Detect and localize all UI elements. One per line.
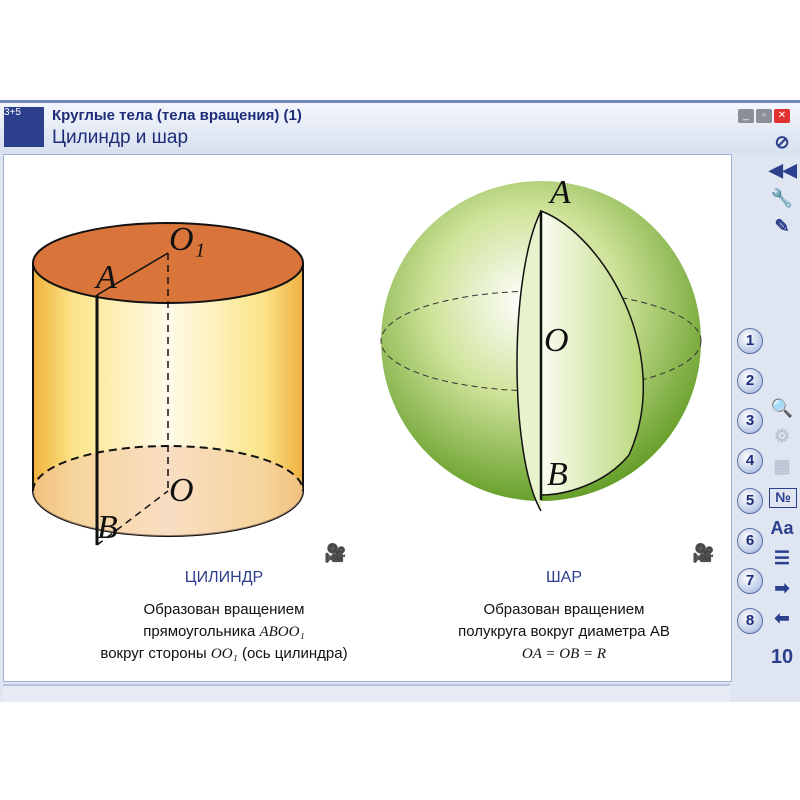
- step-button-3[interactable]: 3: [737, 408, 763, 434]
- desc-text: вокруг стороны: [100, 645, 207, 662]
- wrench-icon[interactable]: 🔧: [770, 188, 794, 208]
- title-bar: 3+5 Круглые тела (тела вращения) (1) Цил…: [0, 100, 800, 153]
- app-window: 3+5 Круглые тела (тела вращения) (1) Цил…: [0, 100, 800, 702]
- gears-icon[interactable]: ⚙: [773, 426, 791, 446]
- pencil-icon[interactable]: ✎: [774, 216, 790, 236]
- list-icon[interactable]: ☰: [773, 548, 791, 568]
- rewind-icon[interactable]: ◀◀: [769, 160, 797, 180]
- step-button-8[interactable]: 8: [737, 608, 763, 634]
- step-button-4[interactable]: 4: [737, 448, 763, 474]
- label-o: O: [169, 472, 194, 509]
- page-title: Цилиндр и шар: [52, 127, 189, 148]
- sphere-figure: A O B: [380, 174, 702, 512]
- close-button[interactable]: ✕: [774, 109, 790, 123]
- label-o: O: [544, 322, 569, 359]
- arrow-left-icon[interactable]: ⬅: [774, 608, 790, 628]
- no-sound-icon[interactable]: ⊘: [774, 132, 790, 152]
- label-a: A: [548, 174, 571, 211]
- maximize-button[interactable]: ▫: [756, 109, 772, 123]
- desc-math: OA = OB = R: [521, 646, 607, 662]
- desc-text: прямоугольника: [143, 623, 256, 640]
- step-button-2[interactable]: 2: [737, 368, 763, 394]
- step-button-6[interactable]: 6: [737, 528, 763, 554]
- label-b: B: [547, 456, 568, 493]
- app-icon-text: 3+5: [4, 107, 21, 118]
- video-camera-icon[interactable]: 🎥: [692, 542, 714, 563]
- step-button-1[interactable]: 1: [737, 328, 763, 354]
- desc-line: Образован вращением: [143, 601, 305, 618]
- cylinder-description: Образован вращением прямоугольника ABOO₁…: [64, 599, 384, 665]
- label-o1: O₁: [169, 221, 205, 258]
- status-bar: [3, 684, 730, 702]
- sphere-caption: ШАР: [545, 569, 582, 586]
- desc-text: (ось цилиндра): [241, 645, 348, 662]
- label-b: B: [97, 509, 118, 546]
- desc-line: полукруга вокруг диаметра AB: [458, 623, 670, 640]
- cylinder-caption: ЦИЛИНДР: [184, 569, 264, 586]
- arrow-right-icon[interactable]: ➡: [774, 578, 790, 598]
- number-button[interactable]: №: [769, 488, 797, 508]
- content-panel: O₁ A O B A O B 🎥 🎥 ЦИЛИНДР Образован вра…: [3, 154, 732, 682]
- desc-line: Образован вращением: [483, 601, 645, 618]
- right-toolbar: ⊘ ◀◀ 🔧 ✎ 1 2 3 4 5 6 7 8 🔍 ⚙ ▦ № Aa ☰ ➡ …: [735, 100, 800, 700]
- minimize-button[interactable]: _: [738, 109, 754, 123]
- step-button-7[interactable]: 7: [737, 568, 763, 594]
- step-button-5[interactable]: 5: [737, 488, 763, 514]
- label-a: A: [94, 259, 117, 296]
- window-title: Круглые тела (тела вращения) (1): [52, 107, 302, 124]
- cylinder-figure: O₁ A O B: [32, 221, 304, 546]
- video-camera-icon[interactable]: 🎥: [324, 542, 346, 563]
- app-logo-icon: 3+5: [4, 107, 44, 147]
- zoom-icon[interactable]: 🔍: [770, 398, 794, 418]
- desc-math: ABOO₁: [259, 624, 305, 640]
- table-icon[interactable]: ▦: [773, 456, 791, 476]
- font-button[interactable]: Aa: [770, 518, 794, 538]
- sphere-description: Образован вращением полукруга вокруг диа…: [404, 599, 724, 665]
- desc-line: вокруг стороны OO₁ (ось цилиндра): [64, 643, 384, 665]
- page-number: 10: [770, 646, 794, 668]
- desc-line: прямоугольника ABOO₁: [64, 621, 384, 643]
- desc-math: OO₁: [210, 646, 238, 662]
- figures: O₁ A O B A O B 🎥 🎥: [32, 174, 714, 563]
